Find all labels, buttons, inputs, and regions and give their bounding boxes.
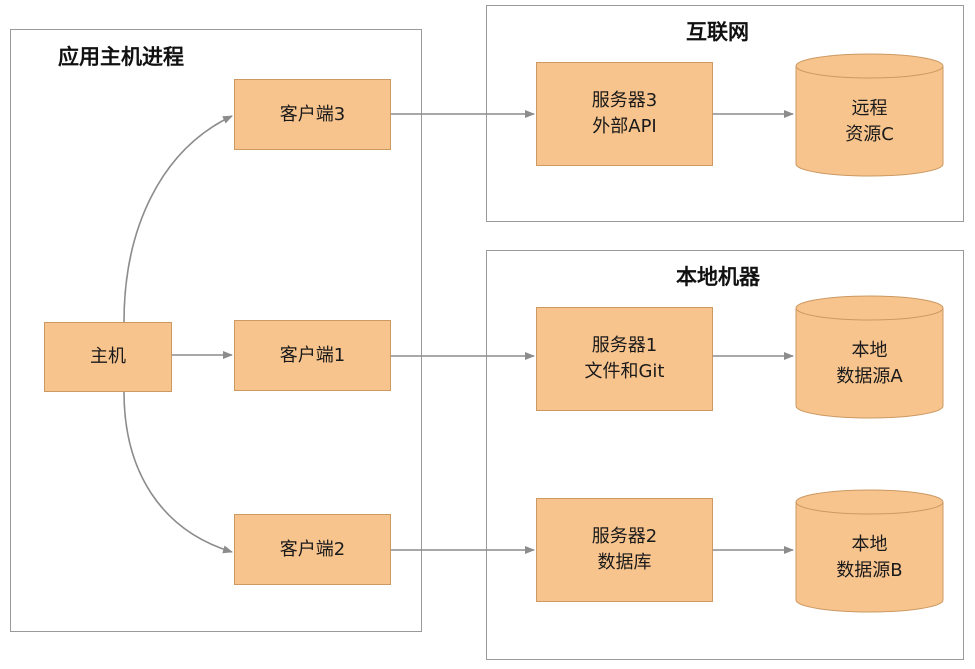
source-b-label: 本地 数据源B: [795, 515, 944, 601]
source-a-line2: 数据源A: [836, 366, 903, 387]
resource-c-label: 远程 资源C: [795, 79, 944, 165]
cylinder-icon: [795, 489, 944, 613]
arrow-host-to-client3: [123, 115, 233, 323]
source-a-cylinder: 本地 数据源A: [795, 295, 944, 419]
client2-label: 客户端2: [279, 538, 346, 560]
client1-node: 客户端1: [234, 320, 391, 391]
source-b-line1: 本地: [851, 534, 888, 555]
cylinder-icon: [795, 295, 944, 419]
server2-node: 服务器2 数据库: [536, 498, 713, 602]
server3-line2: 外部API: [592, 116, 657, 137]
server3-line1: 服务器3: [591, 90, 658, 111]
source-b-cylinder: 本地 数据源B: [795, 489, 944, 613]
client3-label: 客户端3: [279, 103, 346, 125]
server2-line1: 服务器2: [591, 526, 658, 547]
client2-node: 客户端2: [234, 514, 391, 585]
local-machine-title: 本地机器: [676, 265, 760, 289]
internet-title: 互联网: [686, 20, 749, 44]
server1-line1: 服务器1: [591, 335, 658, 356]
resource-c-cylinder: 远程 资源C: [795, 53, 944, 177]
source-a-label: 本地 数据源A: [795, 321, 944, 407]
resource-c-line1: 远程: [851, 98, 888, 119]
source-b-line2: 数据源B: [836, 560, 903, 581]
cylinder-icon: [795, 53, 944, 177]
host-node: 主机: [44, 322, 172, 392]
client1-label: 客户端1: [279, 344, 346, 366]
server1-line2: 文件和Git: [584, 361, 665, 382]
client3-node: 客户端3: [234, 79, 391, 150]
server1-node: 服务器1 文件和Git: [536, 307, 713, 411]
server2-line2: 数据库: [597, 552, 652, 573]
arrow-host-to-client2: [123, 391, 233, 554]
host-label: 主机: [90, 346, 126, 367]
resource-c-line2: 资源C: [845, 124, 894, 145]
source-a-line1: 本地: [851, 340, 888, 361]
app-host-process-title: 应用主机进程: [58, 45, 184, 69]
server3-node: 服务器3 外部API: [536, 62, 713, 166]
